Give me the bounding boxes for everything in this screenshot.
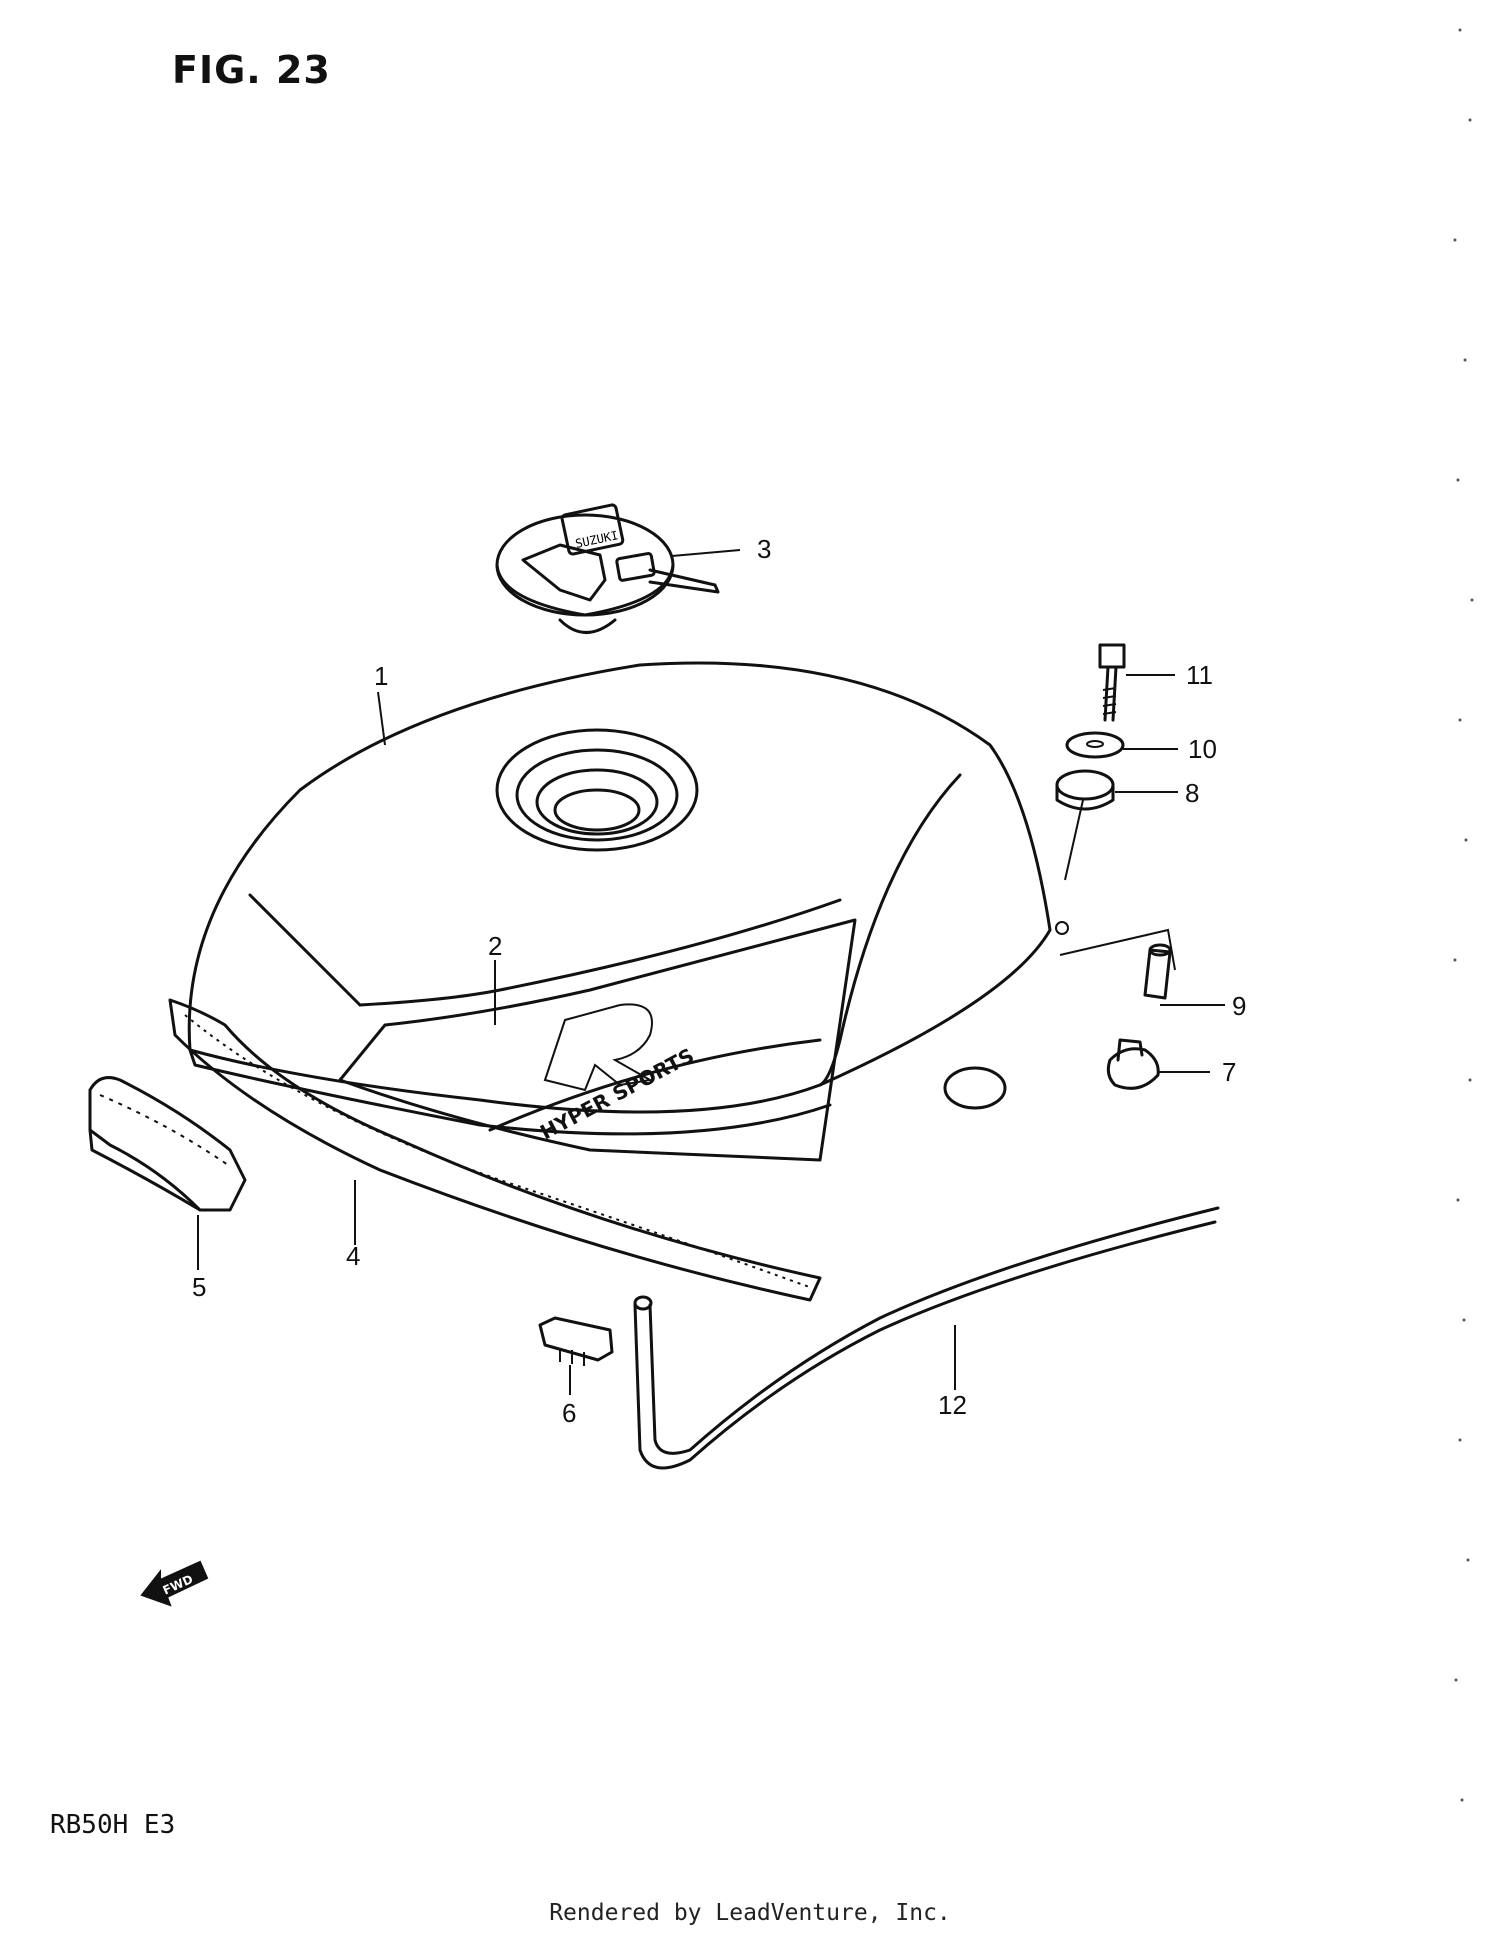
callout-6: 6 <box>562 1398 576 1428</box>
callout-9: 9 <box>1232 991 1246 1021</box>
decal-text: HYPER SPORTS <box>536 1043 698 1144</box>
callout-10: 10 <box>1188 734 1217 764</box>
callout-4: 4 <box>346 1241 360 1271</box>
breather-hose <box>633 1206 1220 1470</box>
callout-5: 5 <box>192 1272 206 1302</box>
cushion <box>538 1316 614 1366</box>
fwd-arrow-icon: FWD <box>140 1560 209 1607</box>
callout-2: 2 <box>488 931 502 961</box>
callout-7: 7 <box>1222 1057 1236 1087</box>
mounting-hardware <box>1055 643 1172 1090</box>
callout-11: 11 <box>1186 660 1213 690</box>
callout-8: 8 <box>1185 778 1199 808</box>
leader-lines <box>197 549 1225 1395</box>
fuel-cap: SUZUKI <box>495 503 720 634</box>
callout-1: 1 <box>374 661 388 691</box>
callout-12: 12 <box>938 1390 967 1420</box>
model-code: RB50H E3 <box>50 1810 176 1840</box>
cushion-strip <box>168 998 822 1302</box>
figure-title: FIG. 23 <box>172 48 331 92</box>
front-cushion <box>88 1076 247 1212</box>
scan-artifacts <box>1453 28 1474 1802</box>
callout-3: 3 <box>757 534 771 564</box>
footer-credit: Rendered by LeadVenture, Inc. <box>549 1900 951 1926</box>
fuel-tank: HYPER SPORTS <box>187 661 1069 1162</box>
callout-numbers: 1 2 3 4 5 6 7 8 9 10 11 12 <box>192 534 1246 1428</box>
